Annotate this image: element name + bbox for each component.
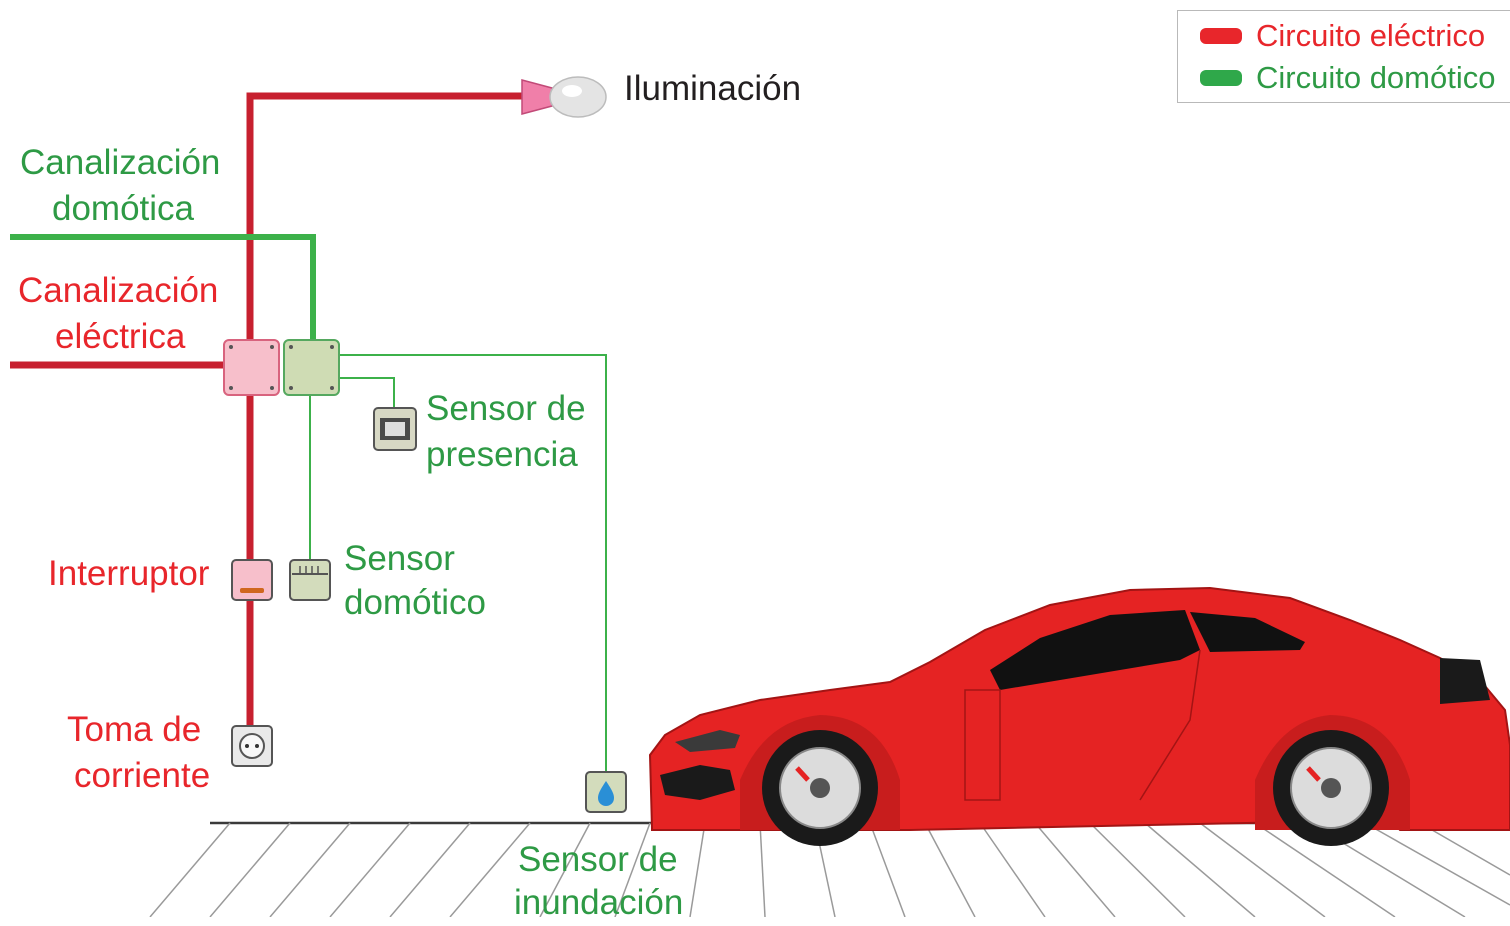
- legend-swatch-home: [1200, 70, 1242, 86]
- elec-conduit-label-line2: eléctrica: [55, 317, 186, 356]
- presence-sensor-label-line2: presencia: [426, 435, 578, 474]
- legend-item-home: Circuito domótico: [1200, 58, 1495, 98]
- legend-label-home: Circuito domótico: [1256, 60, 1496, 95]
- power-outlet-icon: [231, 725, 273, 767]
- electric-wiring: [10, 92, 525, 740]
- home-sensor-label-line2: domótico: [344, 583, 487, 622]
- elec-conduit-label-line1: Canalización: [18, 271, 219, 310]
- home-conduit-wiring: [10, 234, 316, 342]
- electric-junction-box: [223, 339, 280, 396]
- legend-swatch-electric: [1200, 28, 1242, 44]
- flood-sensor-icon: [585, 771, 627, 813]
- home-signal-wiring: [309, 354, 607, 772]
- switch-icon: [231, 559, 273, 601]
- lighting-label: Iluminación: [624, 69, 802, 108]
- presence-sensor-icon: [373, 407, 417, 451]
- car-illustration: [648, 586, 1510, 846]
- home-conduit-label-line2: domótica: [52, 189, 195, 228]
- home-sensor-icon: [289, 559, 331, 601]
- light-bulb-icon: [521, 76, 607, 118]
- flood-sensor-label-line1: Sensor de: [518, 840, 678, 879]
- legend: Circuito eléctrico Circuito domótico: [1177, 10, 1510, 103]
- legend-label-electric: Circuito eléctrico: [1256, 18, 1486, 53]
- home-conduit-label-line1: Canalización: [20, 143, 221, 182]
- outlet-label-line2: corriente: [74, 756, 211, 795]
- home-junction-box: [283, 339, 340, 396]
- legend-item-electric: Circuito eléctrico: [1200, 16, 1485, 56]
- presence-sensor-label-line1: Sensor de: [426, 389, 586, 428]
- flood-sensor-label-line2: inundación: [514, 883, 684, 922]
- home-sensor-label-line1: Sensor: [344, 539, 455, 578]
- switch-label: Interruptor: [48, 554, 210, 593]
- outlet-label-line1: Toma de: [67, 710, 202, 749]
